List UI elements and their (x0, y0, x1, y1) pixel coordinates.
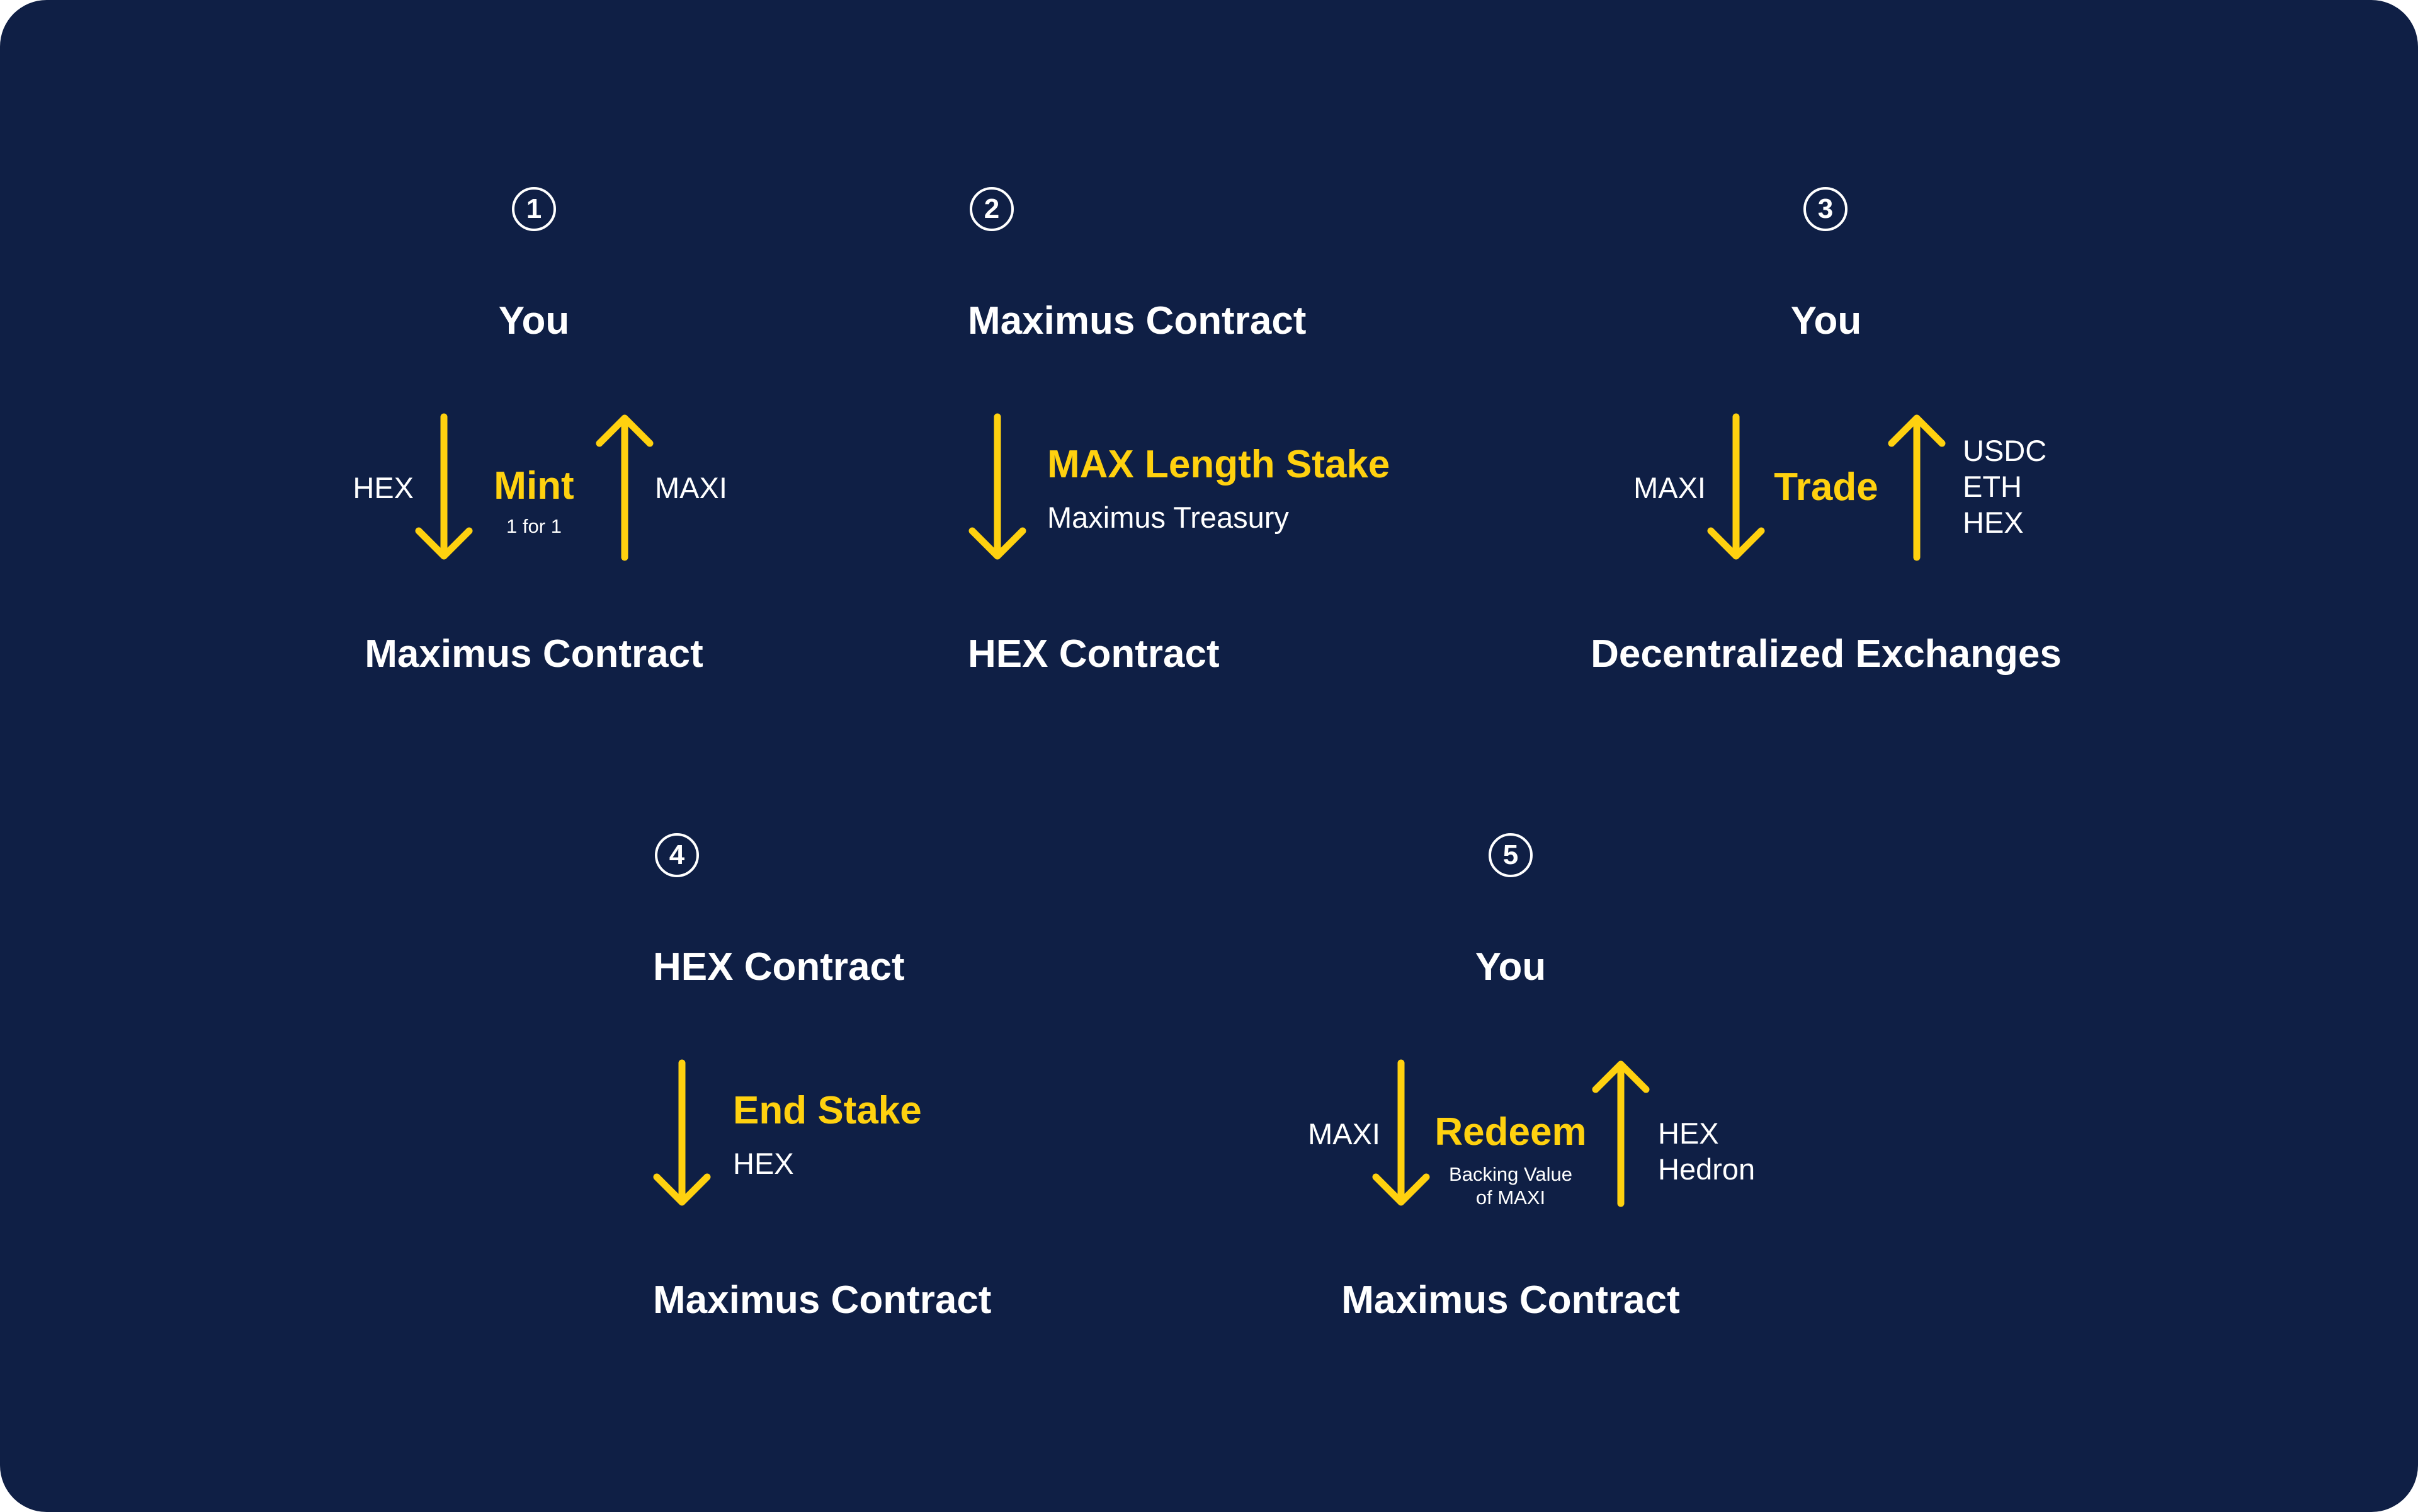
token-received-label: USDC (1963, 434, 2047, 467)
down-arrow-icon (1372, 1059, 1430, 1206)
step-number-badge: 2 (970, 187, 1014, 231)
token-received-label: MAXI (655, 471, 727, 504)
step-destination-label: Maximus Contract (365, 632, 703, 676)
step-number-badge: 1 (512, 187, 556, 231)
down-arrow-icon (968, 413, 1026, 560)
token-received-label: HEX (1963, 506, 2024, 539)
token-received-list: USDC ETH HEX (1963, 433, 2046, 540)
down-arrow-icon (1707, 413, 1765, 560)
action-sublabel: HEX (733, 1147, 794, 1180)
action-sublabel: Maximus Treasury (1047, 501, 1289, 534)
step-destination-label: Maximus Contract (653, 1278, 992, 1322)
up-arrow-icon (1592, 1060, 1650, 1207)
step-source-label: You (1475, 945, 1547, 989)
action-label: Trade (1774, 465, 1878, 509)
up-arrow-icon (596, 414, 654, 561)
step-number-badge: 3 (1803, 187, 1848, 231)
step-number-badge: 4 (655, 833, 699, 877)
token-received-label: ETH (1963, 470, 2022, 503)
step-destination-label: Maximus Contract (1341, 1278, 1680, 1322)
action-sublabel: Backing Value of MAXI (1449, 1163, 1572, 1208)
up-arrow-icon (1888, 414, 1946, 561)
step-destination-label: HEX Contract (968, 632, 1220, 676)
step-number-badge: 5 (1489, 833, 1533, 877)
action-label: Mint (494, 464, 574, 508)
action-label: MAX Length Stake (1047, 443, 1390, 486)
token-sent-label: MAXI (1308, 1117, 1380, 1151)
step-source-label: HEX Contract (653, 945, 905, 989)
token-received-list: HEX Hedron (1658, 1115, 1755, 1187)
step-source-label: You (498, 299, 570, 343)
step-source-label: Maximus Contract (968, 299, 1307, 343)
token-sent-label: MAXI (1633, 471, 1706, 504)
action-label: End Stake (733, 1089, 922, 1132)
step-source-label: You (1790, 299, 1862, 343)
down-arrow-icon (653, 1059, 711, 1206)
token-sent-label: HEX (353, 471, 414, 504)
token-received-label: HEX (1658, 1117, 1719, 1150)
step-destination-label: Decentralized Exchanges (1591, 632, 2062, 676)
token-received-label: Hedron (1658, 1152, 1756, 1186)
down-arrow-icon (415, 413, 473, 560)
action-label: Redeem (1434, 1110, 1587, 1154)
action-sublabel: 1 for 1 (506, 515, 562, 537)
